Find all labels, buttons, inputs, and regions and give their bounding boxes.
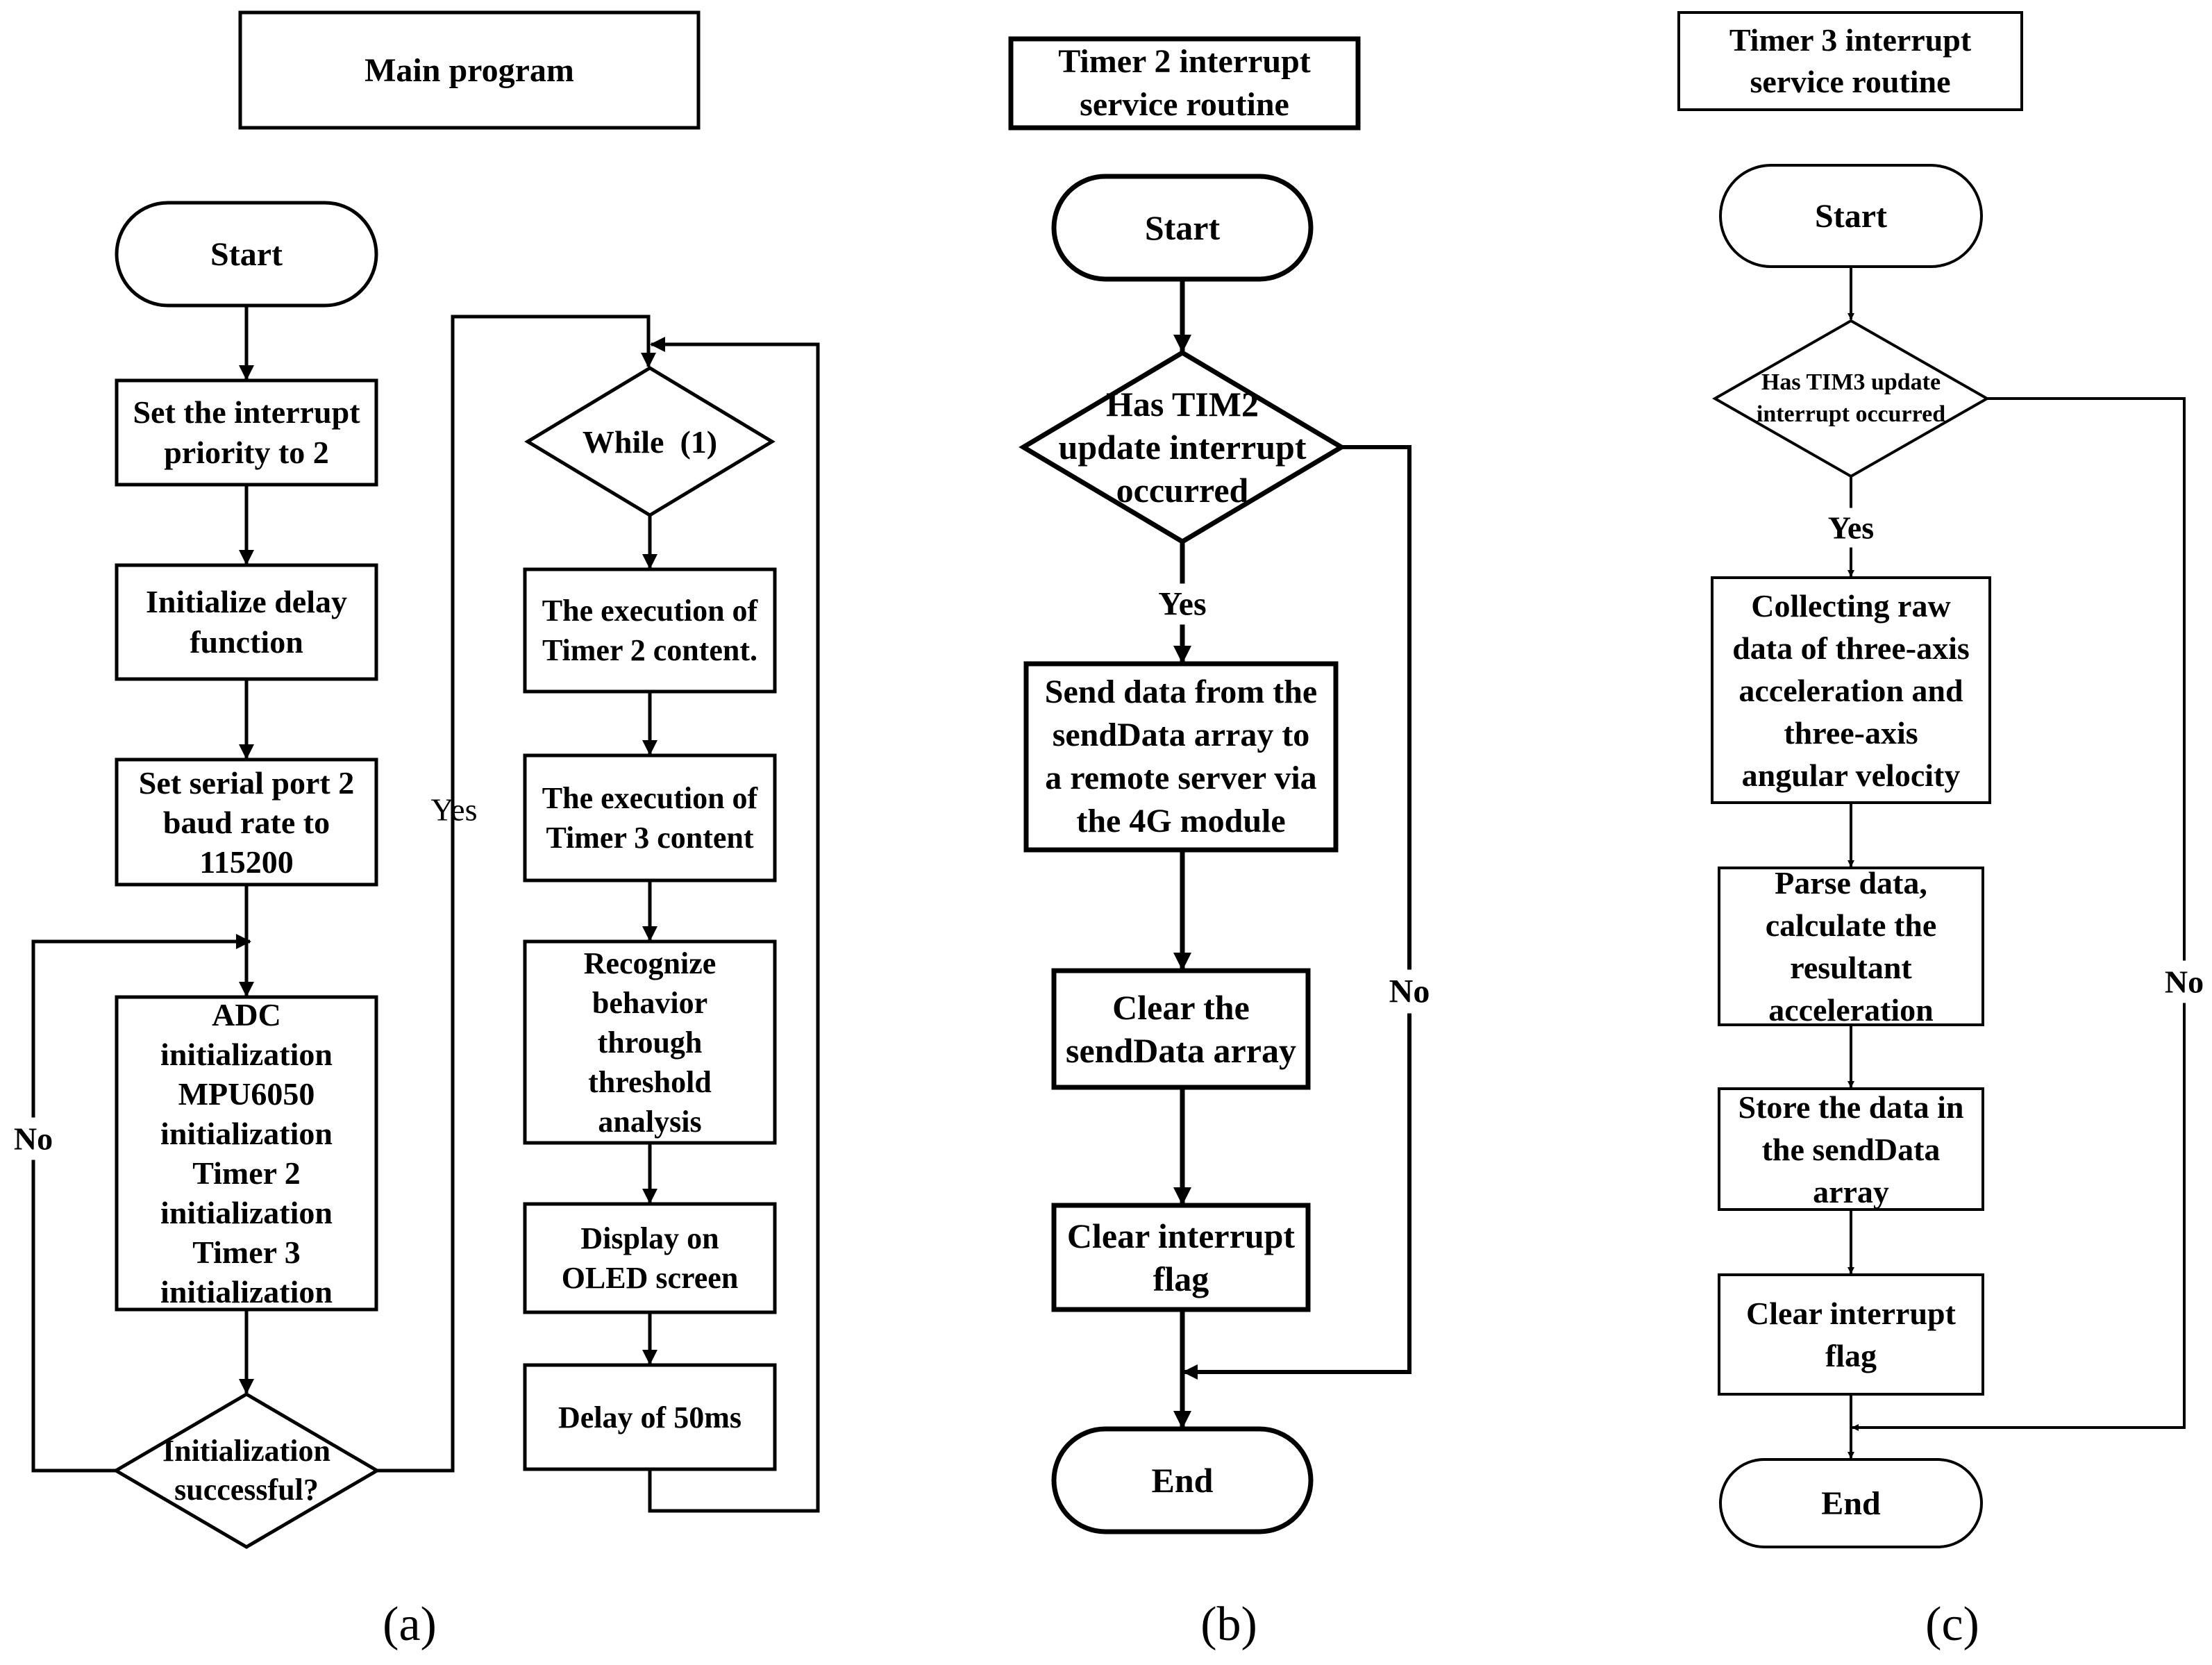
init-decision <box>112 1392 380 1549</box>
no-label-b: No <box>1387 969 1432 1014</box>
priority-box <box>115 378 378 487</box>
yes-label-c: Yes <box>1823 508 1879 548</box>
clear-flag-box-c <box>1718 1273 1984 1396</box>
init-block-box <box>115 995 378 1312</box>
tim3-decision <box>1711 319 1991 478</box>
no-label-c: No <box>2163 960 2206 1003</box>
while-decision <box>524 366 776 517</box>
start-node-a <box>115 201 378 308</box>
store-box <box>1718 1087 1984 1211</box>
title-box-b <box>1008 36 1361 131</box>
start-node-c <box>1719 164 1983 268</box>
title-box-c <box>1677 11 2023 111</box>
clear-flag-box-b <box>1051 1203 1311 1312</box>
caption-b: (b) <box>1200 1598 1257 1651</box>
panel-a <box>31 10 820 1549</box>
display-box <box>523 1202 777 1314</box>
collect-box <box>1711 576 1991 804</box>
parse-box <box>1718 867 1984 1026</box>
end-node-b <box>1051 1426 1314 1534</box>
clear-array-box <box>1051 968 1311 1090</box>
caption-a: (a) <box>383 1598 437 1651</box>
title-box-a <box>238 10 701 130</box>
yes-label-a: Yes <box>430 792 478 828</box>
panel-c <box>1677 11 2186 1548</box>
tim2-decision <box>1019 349 1346 545</box>
delay-init-box <box>115 563 378 681</box>
no-label-a: No <box>12 1117 55 1160</box>
end-node-c <box>1719 1458 1983 1548</box>
delay-box <box>523 1363 777 1471</box>
panel-b <box>1008 36 1411 1534</box>
exec-t3-box <box>523 753 777 882</box>
start-node-b <box>1051 174 1314 282</box>
send-box <box>1023 661 1339 853</box>
exec-t2-box <box>523 567 777 694</box>
serial-box <box>115 758 378 887</box>
caption-c: (c) <box>1925 1598 1979 1651</box>
yes-label-b: Yes <box>1154 583 1211 625</box>
recognize-box <box>523 939 777 1145</box>
